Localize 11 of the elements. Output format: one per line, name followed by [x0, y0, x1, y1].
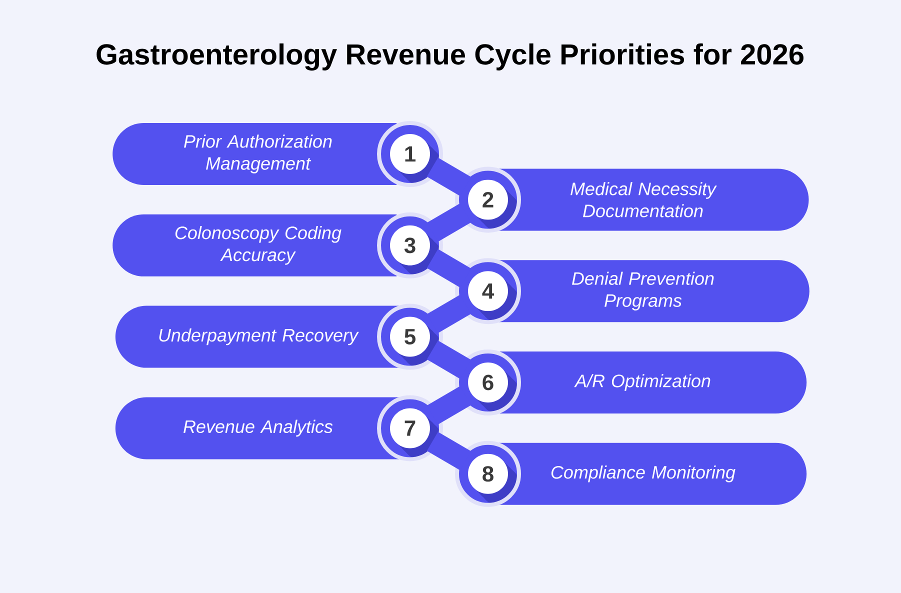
- node-label: 7: [404, 420, 416, 436]
- node-label: 8: [482, 466, 494, 482]
- chain-link: [426, 249, 472, 288]
- chain-link: [426, 340, 472, 379]
- node-label: 5: [404, 329, 416, 344]
- node-label: 2: [482, 192, 494, 208]
- node-label: 3: [404, 238, 416, 254]
- title: Gastroenterology Revenue Cycle Priorities for 2026: [96, 43, 804, 71]
- node-label: 1: [405, 146, 416, 162]
- node-label: 4: [482, 284, 494, 299]
- node-label: 6: [482, 374, 494, 390]
